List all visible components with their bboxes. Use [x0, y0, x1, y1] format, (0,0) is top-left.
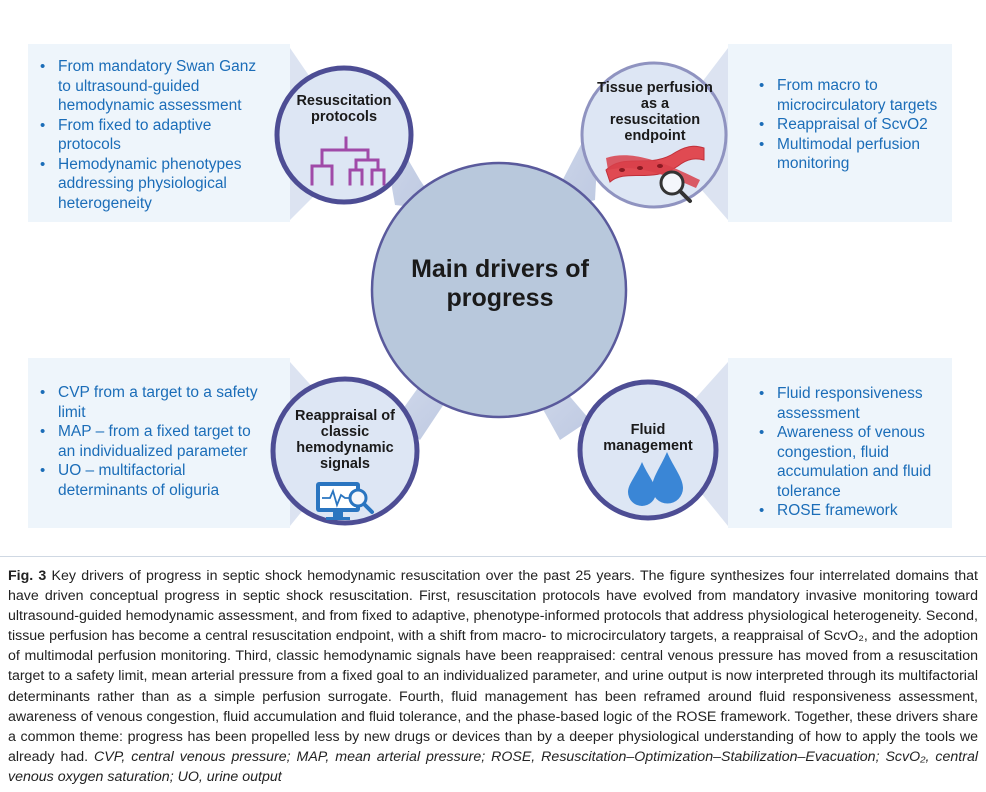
- bullets-top-left: From mandatory Swan Ganz to ultrasound-g…: [38, 57, 270, 213]
- bullets-top-right: From macro to microcirculatory targets R…: [757, 76, 945, 174]
- bullet-item: From mandatory Swan Ganz to ultrasound-g…: [38, 57, 270, 116]
- node-label-fluid: Fluid management: [603, 422, 693, 454]
- bullet-item: MAP – from a fixed target to an individu…: [38, 422, 270, 461]
- bullet-item: Hemodynamic phenotypes addressing physio…: [38, 155, 270, 214]
- bullet-item: CVP from a target to a safety limit: [38, 383, 270, 422]
- bullet-item: From fixed to adaptive protocols: [38, 116, 270, 155]
- center-title: Main drivers of progress: [411, 255, 589, 312]
- bullet-item: Reappraisal of ScvO2: [757, 115, 945, 135]
- monitor-magnifier-icon: [316, 482, 374, 520]
- droplets-icon: [628, 452, 683, 506]
- bullet-item: Multimodal perfusion monitoring: [757, 135, 945, 174]
- tree-diagram-icon: [310, 136, 386, 186]
- node-circle-resuscitation: [274, 65, 414, 205]
- figure-caption: Fig. 3 Key drivers of progress in septic…: [8, 566, 978, 787]
- bullets-bottom-left: CVP from a target to a safety limit MAP …: [38, 383, 270, 500]
- bullet-item: ROSE framework: [757, 501, 949, 521]
- node-circle-reappraisal: [270, 376, 420, 526]
- node-label-tissue-perfusion: Tissue perfusion as a resuscitation endp…: [597, 80, 713, 144]
- caption-abbreviations: CVP, central venous pressure; MAP, mean …: [8, 748, 978, 785]
- diagram-graphics: [270, 48, 728, 526]
- bullet-item: UO – multifactorial determinants of olig…: [38, 461, 270, 500]
- caption-label: Fig. 3: [8, 568, 47, 584]
- bullet-item: Awareness of venous congestion, fluid ac…: [757, 423, 949, 501]
- blood-vessel-magnifier-icon: [605, 145, 705, 203]
- node-label-resuscitation: Resuscitation protocols: [296, 93, 392, 125]
- center-circle: [370, 161, 628, 419]
- bullet-item: Fluid responsiveness assessment: [757, 384, 949, 423]
- caption-body: The figure synthesizes four interrelated…: [8, 568, 978, 765]
- node-label-reappraisal: Reappraisal of classic hemodynamic signa…: [295, 408, 395, 472]
- diagram-figure: Resuscitation protocols Tissue perfusion…: [0, 0, 986, 552]
- connector-center-top-left: [378, 108, 440, 210]
- bullets-bottom-right: Fluid responsiveness assessment Awarenes…: [757, 384, 949, 521]
- caption-title: Key drivers of progress in septic shock …: [51, 568, 635, 584]
- bullet-item: From macro to microcirculatory targets: [757, 76, 945, 115]
- caption-divider: [0, 556, 986, 557]
